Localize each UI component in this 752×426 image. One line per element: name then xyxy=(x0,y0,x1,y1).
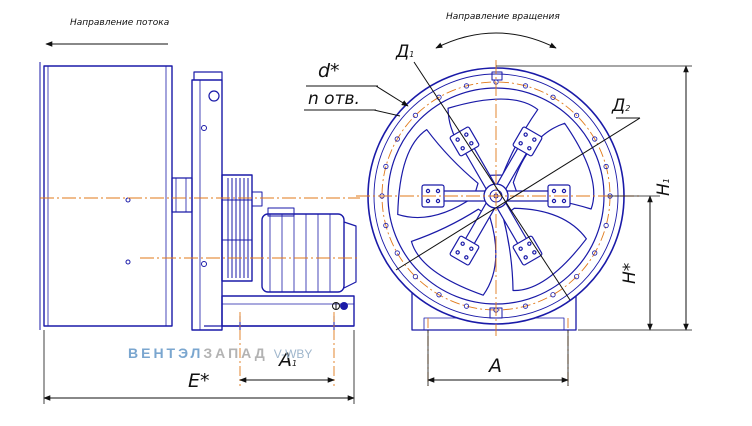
side-view xyxy=(39,41,360,404)
d1-label: Д1 xyxy=(396,42,415,62)
d-star-label: d* xyxy=(318,60,340,82)
flange-bolt-hole xyxy=(522,303,529,309)
flange-bolt-hole xyxy=(603,222,609,229)
flange-bolt-hole xyxy=(603,163,609,170)
support-frame xyxy=(191,79,223,331)
h1-label: H1 xyxy=(654,178,674,196)
flange-bolt-hole xyxy=(592,136,598,142)
flange-bolt-hole xyxy=(550,94,556,100)
leader-D1 xyxy=(413,61,571,301)
flange-bolt-hole xyxy=(412,274,418,280)
hub-arm xyxy=(496,201,543,266)
casing xyxy=(43,65,173,327)
flange-bolt-hole xyxy=(463,303,470,309)
motor-body xyxy=(261,213,345,293)
flange-bolt-hole xyxy=(436,292,442,298)
e-star-label: E* xyxy=(188,370,210,392)
rotation-direction-label: Направление вращения xyxy=(446,12,560,22)
rotation-arrow xyxy=(435,32,557,49)
flow-direction-label: Направление потока xyxy=(70,18,170,28)
flange-bolt-hole xyxy=(383,163,389,170)
h-star-label: H* xyxy=(620,262,640,284)
flange-bolt-hole xyxy=(522,83,529,89)
front-view xyxy=(304,32,692,386)
hub-arm xyxy=(449,126,496,191)
flange-bolt-hole xyxy=(592,250,598,256)
flange-bolt-hole xyxy=(550,292,556,298)
leader-D2 xyxy=(395,117,641,271)
flange-bolt-hole xyxy=(383,222,389,229)
a-label: A xyxy=(489,355,502,377)
flange-bolt-hole xyxy=(394,136,400,142)
flange-bolt-hole xyxy=(463,83,470,89)
flange-bolt-hole xyxy=(394,250,400,256)
pulley-block xyxy=(221,174,253,282)
terminal-box xyxy=(267,207,295,217)
hub-arm xyxy=(496,126,543,191)
d2-label: Д2 xyxy=(612,96,631,116)
n-holes-label: n отв. xyxy=(308,89,360,109)
flange-bolt-hole xyxy=(574,112,580,118)
hub-collar xyxy=(171,177,193,213)
a1-label: A1 xyxy=(279,349,298,371)
flange-bolt-hole xyxy=(412,112,418,118)
flange-bolt-hole xyxy=(574,274,580,280)
